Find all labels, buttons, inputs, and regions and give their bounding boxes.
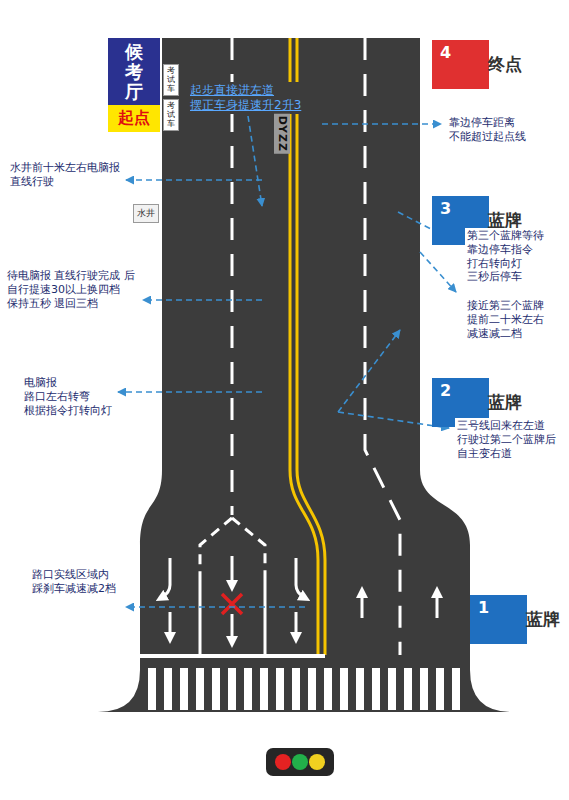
note-text: 电脑报 路口左右转弯 根据指令打转向灯 (22, 375, 114, 418)
marker-number: 4 (440, 43, 481, 64)
marker-heading: 终点 (488, 53, 522, 75)
leader-line (338, 330, 400, 412)
note-text: 水井前十米左右电脑报 直线行驶 (10, 161, 120, 189)
finish-marker: 4终点 (432, 40, 489, 89)
crosswalk-stripe (324, 668, 332, 710)
crosswalk-stripe (164, 668, 172, 710)
hall-label: 候考厅 (125, 42, 143, 101)
note-text: 靠边停车距离 不能超过起点线 (449, 116, 526, 144)
guide-line (200, 518, 232, 580)
crosswalk-stripe (340, 668, 348, 710)
note-text: 路口实线区域内 踩刹车减速减2档 (30, 567, 118, 597)
lane-arrow (231, 556, 234, 586)
leader-line (322, 123, 441, 125)
sign-number: 3 (440, 199, 481, 220)
road-code: DYZZ (275, 116, 289, 152)
leader-line (126, 606, 305, 608)
note-text: 路口实线区域内 踩刹车减速减2档 (32, 568, 116, 596)
start-note: 起步直接进左道 摆正车身提速升2升3 (190, 83, 301, 113)
car-tag: 考试车 (163, 99, 179, 131)
leader-line (248, 116, 262, 206)
crosswalk-stripe (276, 668, 284, 710)
center-line (297, 38, 325, 655)
guide-line (232, 518, 265, 580)
stop-line (140, 654, 325, 658)
lane-arrow (361, 592, 364, 618)
sign-heading: 蓝牌 (488, 391, 522, 413)
note-text: 第三个蓝牌等待 靠边停车指令 打右转向灯 三秒后停车 (467, 229, 544, 284)
car-tag: 考试车 (163, 64, 179, 96)
note-text: 靠边停车距离 不能超过起点线 (447, 115, 528, 145)
crosswalk-stripe (372, 668, 380, 710)
well-label: 水井 (137, 207, 155, 220)
note-text: 第三个蓝牌等待 靠边停车指令 打右转向灯 三秒后停车 (465, 228, 546, 285)
crosswalk-stripe (228, 668, 236, 710)
leader-line (118, 391, 262, 393)
note-text: 接近第三个蓝牌 提前二十米左右 减速减二档 (467, 299, 544, 340)
lane-arrow (296, 558, 305, 598)
solid-lane-line (264, 580, 267, 655)
crosswalk (148, 668, 460, 710)
note-text: 水井前十米左右电脑报 直线行驶 (8, 160, 122, 190)
crosswalk-stripe (244, 668, 252, 710)
crosswalk-stripe (452, 668, 460, 710)
road-code: DYZZ (274, 114, 290, 154)
note-text: 接近第三个蓝牌 提前二十米左右 减速减二档 (465, 298, 546, 341)
lane-arrow (295, 612, 298, 638)
crosswalk-stripe (180, 668, 188, 710)
well-box: 水井 (133, 204, 159, 223)
leader-line (420, 252, 456, 292)
lane-arrow (436, 592, 439, 618)
car-label: 考试车 (167, 102, 175, 128)
crosswalk-stripe (356, 668, 364, 710)
crosswalk-stripe (404, 668, 412, 710)
note-text: 电脑报 路口左右转弯 根据指令打转向灯 (24, 376, 112, 417)
start-label: 起点 (118, 108, 150, 129)
crosswalk-stripe (212, 668, 220, 710)
solid-lane-line (199, 580, 202, 655)
crosswalk-stripe (196, 668, 204, 710)
crosswalk-stripe (148, 668, 156, 710)
note-text: 三号线回来在左道 行驶过第二个蓝牌后 自主变右道 (455, 418, 558, 461)
lane-line (365, 38, 400, 655)
waiting-hall: 候考厅 (108, 38, 160, 105)
traffic-light (266, 748, 334, 776)
red-lamp (275, 754, 291, 770)
start-box: 起点 (108, 105, 160, 132)
sign-number: 1 (478, 598, 519, 619)
crosswalk-stripe (436, 668, 444, 710)
start-note: 起步直接进左道 摆正车身提速升2升3 (188, 82, 303, 114)
crosswalk-stripe (260, 668, 268, 710)
forbidden-cross (222, 594, 242, 614)
blue-sign: 1蓝牌 (470, 595, 527, 644)
green-lamp (292, 754, 308, 770)
yellow-lamp (309, 754, 325, 770)
leader-line (126, 179, 262, 181)
sign-heading: 蓝牌 (526, 608, 560, 630)
lane-arrow (161, 558, 170, 598)
sign-number: 2 (440, 381, 481, 402)
note-text: 待电脑报 直线行驶完成 后 自行提速30以上换四档 保持五秒 退回三档 (5, 268, 141, 311)
car-label: 考试车 (167, 67, 175, 93)
crosswalk-stripe (420, 668, 428, 710)
crosswalk-stripe (308, 668, 316, 710)
crosswalk-stripe (292, 668, 300, 710)
lane-arrow (169, 612, 172, 638)
leader-line (143, 299, 262, 301)
crosswalk-stripe (388, 668, 396, 710)
lane-arrow (231, 614, 234, 642)
center-line (290, 38, 318, 655)
note-text: 三号线回来在左道 行驶过第二个蓝牌后 自主变右道 (457, 419, 556, 460)
note-text: 待电脑报 直线行驶完成 后 自行提速30以上换四档 保持五秒 退回三档 (7, 269, 139, 310)
